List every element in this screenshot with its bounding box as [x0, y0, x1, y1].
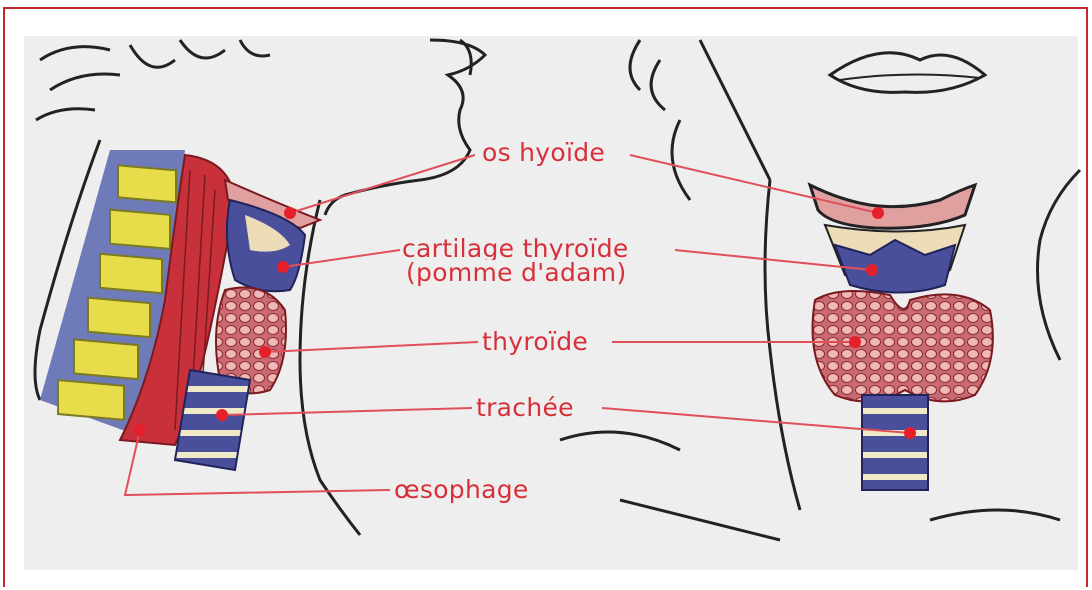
trachea-front	[862, 395, 928, 490]
side-view	[35, 40, 485, 535]
label-esophagus: œsophage	[392, 477, 531, 502]
hyoid-front	[810, 185, 975, 228]
dot-trachea-side	[216, 409, 228, 421]
front-hair	[630, 40, 770, 200]
dot-hyoid-side	[284, 207, 296, 219]
label-adams-apple: (pomme d'adam)	[404, 260, 629, 285]
thyroid-gland-front	[813, 291, 993, 401]
dot-thyroid-front	[849, 336, 861, 348]
collar-lines	[560, 432, 1060, 540]
label-trachea: trachée	[474, 395, 576, 420]
dot-thyroid-side	[259, 346, 271, 358]
dot-cartilage-side	[277, 261, 289, 273]
dot-hyoid-front	[872, 207, 884, 219]
label-hyoid: os hyoïde	[480, 140, 607, 165]
front-neck-left	[765, 180, 800, 510]
label-thyroid: thyroïde	[480, 329, 590, 354]
hair-strokes	[36, 40, 270, 120]
dot-esophagus	[134, 424, 146, 436]
lips	[830, 53, 985, 93]
dot-trachea-front	[904, 427, 916, 439]
front-neck-line	[300, 200, 360, 535]
face-profile	[325, 40, 485, 215]
front-view	[560, 40, 1080, 540]
front-neck-right	[1038, 170, 1081, 360]
dot-cartilage-front	[866, 264, 878, 276]
